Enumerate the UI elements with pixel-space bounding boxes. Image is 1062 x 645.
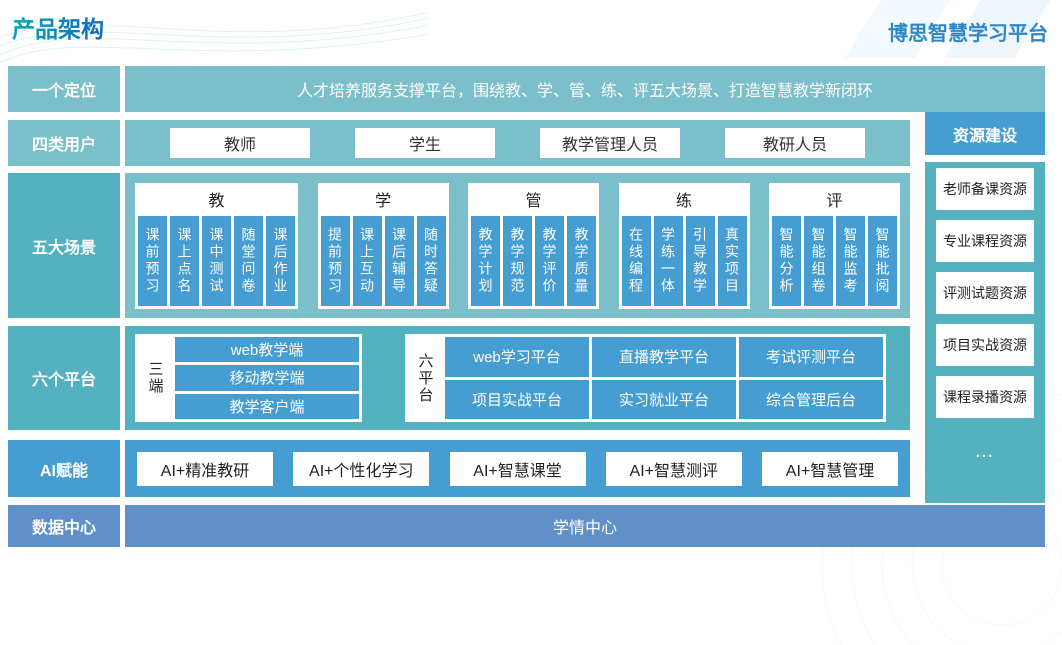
user-box-student: 学生	[355, 128, 495, 158]
scene-item: 课后辅导	[384, 216, 414, 306]
page-title: 产品架构	[12, 10, 104, 44]
ai-box-research: AI+精准教研	[137, 451, 273, 486]
scene-item: 真实项目	[717, 216, 747, 306]
user-box-teacher: 教师	[170, 128, 310, 158]
scene-group-learn: 学 提前预习 课上互动 课后辅导 随时答疑	[317, 183, 449, 309]
platform-item: 移动教学端	[175, 365, 359, 391]
scene-group-manage: 管 教学计划 教学规范 教学评价 教学质量	[468, 183, 599, 309]
resource-item-projects: 项目实战资源	[936, 324, 1034, 366]
scene-item: 智能批阅	[868, 216, 897, 306]
platform-item: web教学端	[175, 337, 359, 363]
platform-group-label: 三端	[138, 337, 172, 419]
scene-group-title: 管	[471, 186, 596, 213]
scene-item: 在线编程	[621, 216, 651, 306]
resources-header: 资源建设	[925, 112, 1045, 155]
scene-item: 教学计划	[471, 216, 500, 306]
scene-item: 引导教学	[685, 216, 715, 306]
resource-item-courses: 专业课程资源	[936, 220, 1034, 262]
scene-item: 课上点名	[170, 216, 199, 306]
resource-item-test-questions: 评测试题资源	[936, 272, 1034, 314]
row-label-scenes: 五大场景	[8, 173, 120, 318]
scene-item: 智能监考	[836, 216, 865, 306]
row-label-data-center: 数据中心	[8, 505, 120, 547]
scene-group-title: 练	[621, 186, 747, 213]
scenes-row: 教 课前预习 课上点名 课中测试 随堂问卷 课后作业 学 提前预习 课上互动 课…	[125, 173, 910, 318]
platform-item: 综合管理后台	[739, 379, 883, 419]
scene-item: 智能组卷	[804, 216, 833, 306]
scene-item: 教学评价	[535, 216, 564, 306]
scene-item: 教学质量	[567, 216, 596, 306]
user-box-researcher: 教研人员	[725, 128, 865, 158]
scene-group-title: 评	[772, 186, 897, 213]
ai-box-assessment: AI+智慧测评	[605, 451, 742, 486]
platform-item: 直播教学平台	[592, 337, 736, 377]
brand-title: 博思智慧学习平台	[888, 23, 1048, 45]
scene-group-teach: 教 课前预习 课上点名 课中测试 随堂问卷 课后作业	[135, 183, 298, 309]
platform-group-three-clients: 三端 web教学端 移动教学端 教学客户端	[135, 334, 362, 422]
ai-box-management: AI+智慧管理	[762, 451, 898, 486]
ai-box-personalized: AI+个性化学习	[293, 451, 430, 486]
scene-item: 教学规范	[503, 216, 532, 306]
platforms-row: 三端 web教学端 移动教学端 教学客户端 六平台 web学习平台 直播教学平台…	[125, 326, 910, 430]
platform-item: 考试评测平台	[739, 337, 883, 377]
positioning-text: 人才培养服务支撑平台，围绕教、学、管、练、评五大场景、打造智慧教学新闭环	[296, 83, 873, 100]
scene-item: 学练一体	[653, 216, 683, 306]
platform-item: 实习就业平台	[592, 379, 736, 419]
scene-item: 智能分析	[772, 216, 801, 306]
resources-more-indicator: ...	[975, 444, 995, 461]
scene-group-evaluate: 评 智能分析 智能组卷 智能监考 智能批阅	[769, 183, 900, 309]
resources-panel: 老师备课资源 专业课程资源 评测试题资源 项目实战资源 课程录播资源 ...	[925, 162, 1045, 503]
data-center-text: 学情中心	[552, 520, 617, 537]
row-label-users: 四类用户	[8, 120, 120, 166]
users-row: 教师 学生 教学管理人员 教研人员	[125, 120, 910, 166]
scene-item: 课中测试	[202, 216, 231, 306]
scene-group-title: 教	[138, 186, 295, 213]
ai-box-classroom: AI+智慧课堂	[449, 451, 586, 486]
scene-group-practice: 练 在线编程 学练一体 引导教学 真实项目	[618, 183, 750, 309]
scene-item: 课上互动	[352, 216, 382, 306]
row-label-platforms: 六个平台	[8, 326, 120, 430]
platform-item: 项目实战平台	[445, 379, 589, 419]
positioning-banner: 人才培养服务支撑平台，围绕教、学、管、练、评五大场景、打造智慧教学新闭环	[125, 66, 1045, 112]
scene-item: 提前预习	[320, 216, 350, 306]
platform-item: web学习平台	[445, 337, 589, 377]
scene-group-title: 学	[320, 186, 446, 213]
resource-item-teacher-prep: 老师备课资源	[936, 168, 1034, 210]
platform-item: 教学客户端	[175, 393, 359, 419]
ai-row: AI+精准教研 AI+个性化学习 AI+智慧课堂 AI+智慧测评 AI+智慧管理	[125, 440, 910, 497]
user-box-admin: 教学管理人员	[540, 128, 680, 158]
row-label-positioning: 一个定位	[8, 66, 120, 112]
scene-item: 随时答疑	[416, 216, 446, 306]
data-center-bar: 学情中心	[125, 505, 1045, 547]
scene-item: 课前预习	[138, 216, 167, 306]
resource-item-recordings: 课程录播资源	[936, 376, 1034, 418]
scene-item: 课后作业	[266, 216, 295, 306]
platform-group-label: 六平台	[408, 337, 442, 419]
platform-group-six-platforms: 六平台 web学习平台 直播教学平台 考试评测平台 项目实战平台 实习就业平台 …	[405, 334, 886, 422]
scene-item: 随堂问卷	[234, 216, 263, 306]
row-label-ai: AI赋能	[8, 440, 120, 497]
